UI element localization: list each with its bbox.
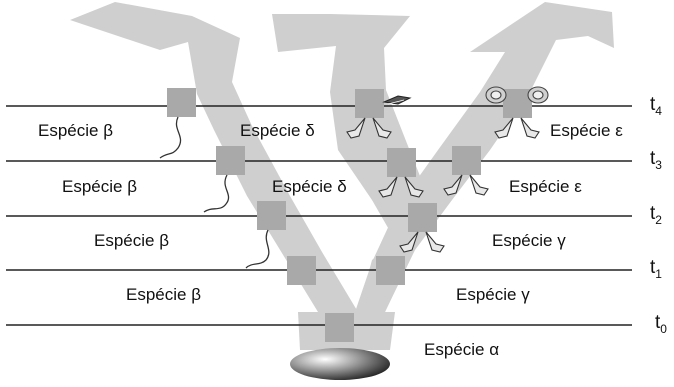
species-label: Espécie ε (550, 121, 623, 140)
species-label: Espécie δ (272, 177, 347, 196)
feet-icons (346, 117, 540, 253)
species-label: Espécie γ (456, 285, 530, 304)
time-label-t3: t3 (650, 148, 662, 172)
wing-icon (382, 95, 412, 105)
organism-square (216, 146, 245, 175)
ears-icon (485, 86, 549, 104)
organism-square (325, 313, 354, 342)
organism-square (355, 89, 384, 118)
organism-square (376, 256, 405, 285)
time-label-t0: t0 (655, 312, 667, 336)
species-label: Espécie δ (240, 121, 315, 140)
time-label-t4: t4 (650, 94, 662, 118)
species-label: Espécie γ (492, 231, 566, 250)
species-label: Espécie β (38, 121, 113, 140)
tail-icon (245, 229, 270, 269)
branch-right (355, 2, 614, 312)
tail-icon (203, 174, 230, 213)
organism-square (452, 146, 481, 175)
organism-squares (167, 88, 532, 342)
feet-icon (443, 174, 489, 196)
species-label: Espécie β (62, 177, 137, 196)
branch-middle (272, 14, 428, 312)
time-label-t2: t2 (650, 203, 662, 227)
organism-square (387, 148, 416, 177)
species-label: Espécie α (424, 340, 500, 359)
branch-left (70, 2, 358, 312)
species-label: Espécie ε (509, 177, 582, 196)
tail-icons (159, 116, 270, 269)
organism-square (408, 203, 437, 232)
feet-icon (378, 176, 424, 198)
species-label: Espécie β (94, 231, 169, 250)
organism-square (167, 88, 196, 117)
organism-square (257, 201, 286, 230)
tail-icon (159, 116, 182, 159)
feet-icon (399, 231, 445, 253)
origin-pod (290, 348, 390, 380)
species-label: Espécie β (126, 285, 201, 304)
time-label-t1: t1 (650, 257, 662, 281)
organism-square (287, 256, 316, 285)
feet-icon (494, 117, 540, 139)
feet-icon (346, 117, 392, 139)
organism-square (503, 89, 532, 118)
